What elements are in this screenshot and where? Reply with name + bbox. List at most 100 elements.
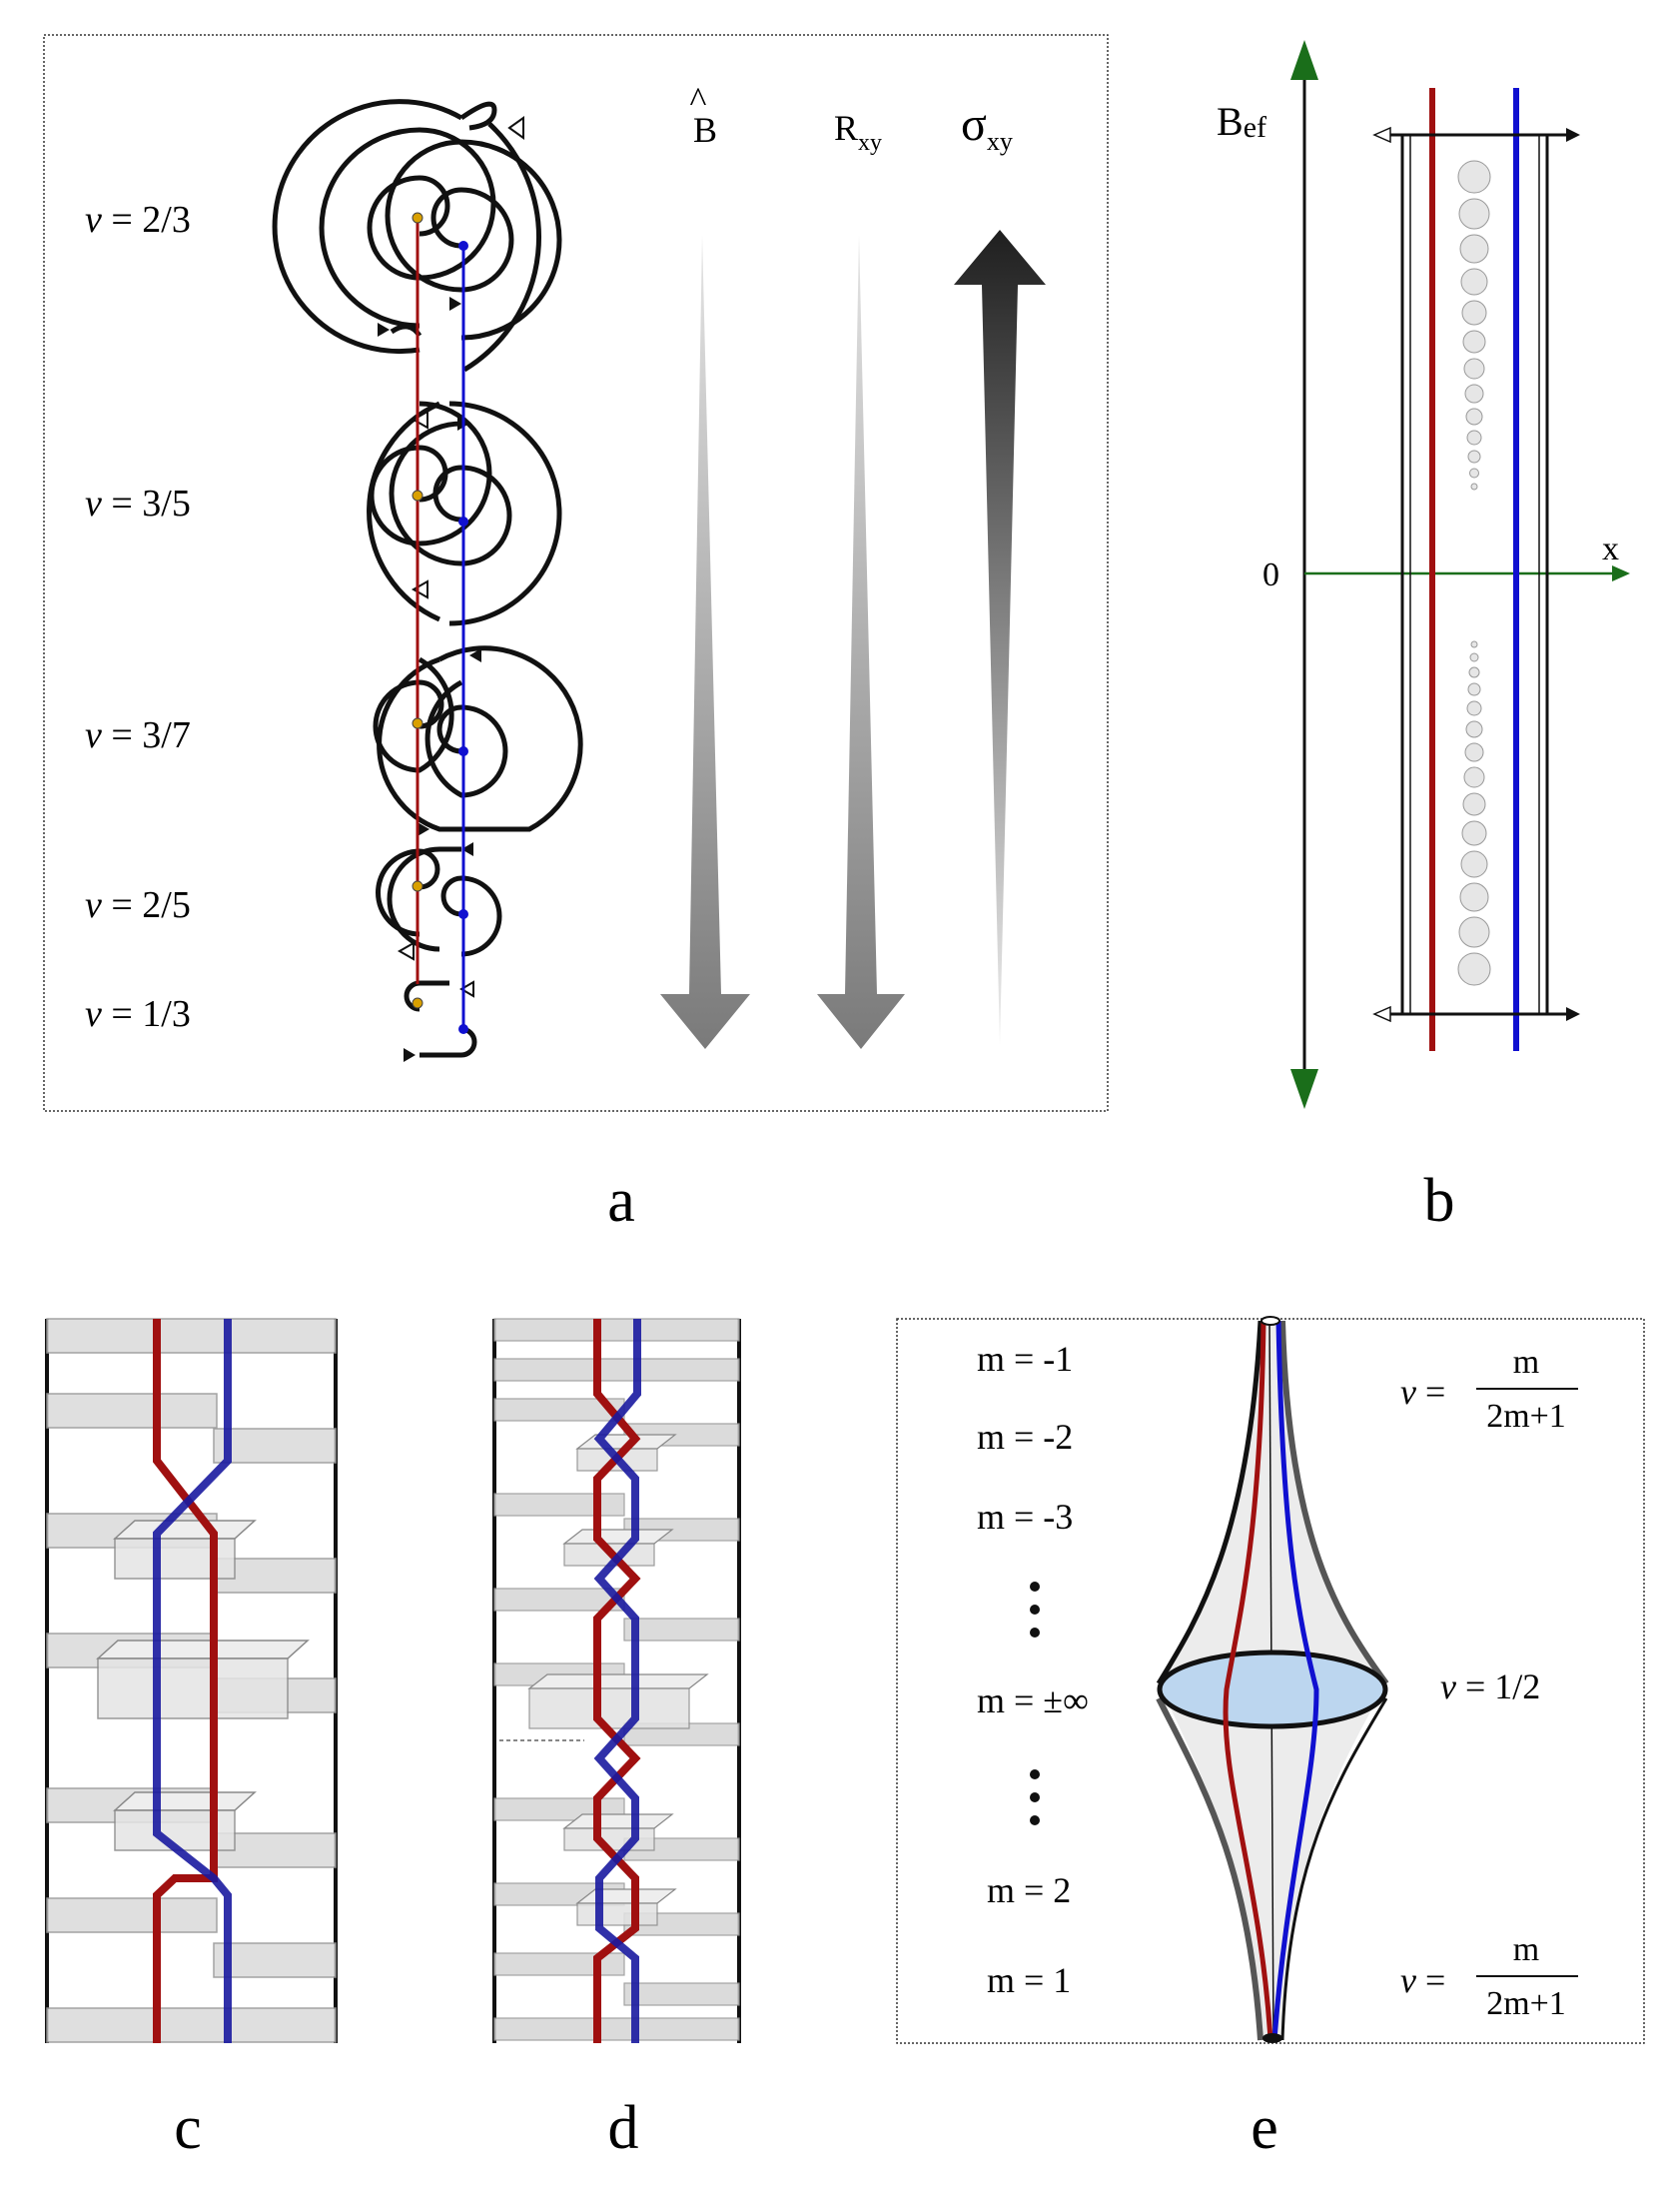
slab: [46, 1393, 218, 1429]
svg-text:m: m: [1513, 1344, 1539, 1381]
level-circle: [1459, 234, 1489, 264]
hourglass-edge-lower-left: [1156, 1696, 1263, 2041]
level-circle: [1464, 384, 1484, 404]
x-axis-arrow: [1612, 565, 1630, 581]
panel-b-letter: b: [1424, 1167, 1455, 1235]
slab-box-front: [528, 1687, 690, 1729]
slab: [623, 1982, 740, 2006]
panel-c-slabs: [46, 1318, 337, 2043]
nu-label-2-5: v = 2/5: [85, 884, 191, 926]
panel-d: d: [492, 1318, 741, 2162]
level-circle: [1466, 430, 1482, 446]
slab: [213, 1428, 337, 1464]
rxy-down-arrow: [817, 235, 905, 1049]
m-label-infinity: m = ±∞: [977, 1680, 1089, 1720]
bottom-cap: [1262, 2033, 1282, 2043]
level-circle: [1470, 483, 1478, 491]
svg-text:v = 1/2: v = 1/2: [1440, 1666, 1540, 1706]
slab-box-top: [575, 1888, 677, 1904]
m-label-minus2: m = -2: [977, 1417, 1073, 1457]
slab-box-front: [576, 1902, 658, 1926]
panel-c: c: [45, 1318, 338, 2162]
panel-c-letter: c: [174, 2094, 202, 2162]
edge-arrows-b: [1372, 126, 1580, 1023]
m-label-minus1: m = -1: [977, 1339, 1073, 1379]
svg-text:2m+1: 2m+1: [1486, 1398, 1566, 1435]
m-label-1: m = 1: [987, 1960, 1071, 2000]
formula-mid: v = 1/2: [1440, 1666, 1540, 1706]
hourglass-edge-upper-right: [1279, 1320, 1389, 1685]
ellipsis-dots-bottom: [1030, 1769, 1040, 1825]
red-strand-d: [593, 1319, 641, 2043]
level-circle: [1464, 742, 1484, 762]
level-circle: [1465, 408, 1483, 426]
formula-bottom: v = m 2m+1: [1400, 1931, 1578, 2022]
blue-strand-e: [1271, 1320, 1319, 2041]
slab: [493, 1358, 740, 1382]
level-circle: [1466, 700, 1482, 716]
top-cap: [1260, 1316, 1280, 1326]
quasiparticle-dots: [412, 212, 468, 1034]
level-circle: [1462, 330, 1486, 354]
slab-box-top: [96, 1640, 310, 1659]
svg-text:^: ^: [690, 80, 707, 120]
slab: [493, 1952, 625, 1976]
nu-label-3-7: v = 3/7: [85, 714, 191, 756]
level-circle: [1467, 682, 1481, 696]
level-circle: [1457, 160, 1491, 194]
bef-label: Bef: [1217, 99, 1266, 144]
level-circle: [1460, 850, 1488, 878]
level-circle: [1463, 766, 1485, 788]
level-circle: [1461, 820, 1487, 846]
col-header-sigma: σxy: [961, 98, 1013, 156]
spiral-3-5: [367, 401, 562, 626]
slab-box-top: [113, 1791, 257, 1811]
zero-label: 0: [1262, 556, 1279, 593]
level-circle: [1460, 268, 1488, 296]
nu-label-3-5: v = 3/5: [85, 483, 191, 525]
level-circle: [1468, 666, 1480, 678]
equator-disc: [1157, 1650, 1388, 1729]
panel-e: m = -1 m = -2 m = -3 m = ±∞ m = 2 m = 1 …: [896, 1316, 1645, 2162]
svg-text:Rxy: Rxy: [834, 108, 882, 156]
svg-text:v = 2/5: v = 2/5: [85, 884, 191, 926]
level-circle: [1458, 198, 1490, 230]
formula-top: v = m 2m+1: [1400, 1344, 1578, 1435]
svg-text:B: B: [693, 110, 717, 150]
level-circle: [1469, 652, 1479, 662]
red-strand-c: [153, 1319, 218, 2043]
slab: [493, 1588, 625, 1612]
nu-label-2-3: v = 2/3: [85, 199, 191, 241]
slab-box-front: [97, 1657, 289, 1719]
slab: [46, 1897, 218, 1933]
svg-text:v = 3/5: v = 3/5: [85, 483, 191, 525]
panel-b: x 0 Bef b: [1217, 40, 1630, 1235]
level-circle: [1465, 720, 1483, 738]
level-circle: [1461, 300, 1487, 326]
level-circle: [1470, 640, 1478, 648]
hourglass-edge-lower-right: [1280, 1697, 1388, 2041]
spiral-2-5: [376, 846, 502, 957]
slab: [46, 1318, 337, 1354]
level-circle: [1469, 468, 1479, 479]
m-label-2: m = 2: [987, 1870, 1071, 1910]
edge-arrows: [378, 116, 524, 1062]
svg-text:2m+1: 2m+1: [1486, 1985, 1566, 2022]
level-circle: [1467, 450, 1481, 464]
svg-text:v = 2/3: v = 2/3: [85, 199, 191, 241]
m-label-minus3: m = -3: [977, 1497, 1073, 1537]
slab: [213, 1942, 337, 1978]
sigma-up-arrow: [954, 230, 1046, 1045]
svg-text:v =: v =: [1400, 1372, 1445, 1412]
panel-d-letter: d: [608, 2094, 639, 2162]
panel-a-frame: [43, 34, 1109, 1112]
svg-text:v = 1/3: v = 1/3: [85, 993, 191, 1035]
col-header-b: ^ B: [690, 80, 717, 150]
slab-box-top: [562, 1529, 674, 1545]
slab: [493, 1318, 740, 1342]
red-strand-e: [1223, 1320, 1273, 2041]
level-circle: [1457, 952, 1491, 986]
slab: [623, 1618, 740, 1642]
level-circles: [1457, 160, 1491, 986]
